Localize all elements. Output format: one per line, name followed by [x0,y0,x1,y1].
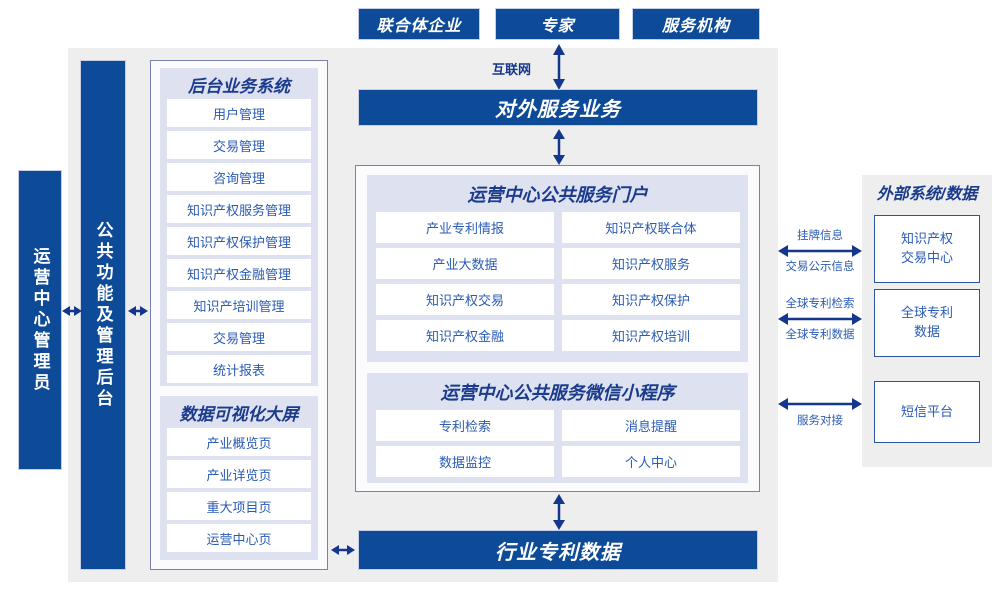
backoffice-item[interactable]: 知识产权服务管理 [167,195,311,223]
miniprogram-item[interactable]: 个人中心 [562,446,740,477]
top-actor-expert[interactable]: 专家 [495,8,620,40]
top-actor-label: 专家 [540,18,575,35]
portal-item[interactable]: 知识产权金融 [376,320,554,351]
operator-to-backend-arrow [62,303,82,319]
miniprogram-item[interactable]: 消息提醒 [562,410,740,441]
external-connector-1 [778,243,862,259]
industry-patent-data-bar[interactable]: 行业专利数据 [358,530,758,570]
portal-to-data-arrow [548,494,570,530]
portal-item[interactable]: 产业专利情报 [376,212,554,243]
top-actor-lianheti[interactable]: 联合体企业 [358,8,480,40]
external-connector-3-label-below: 服务对接 [797,415,843,427]
external-connector-2-label-below: 全球专利数据 [785,329,855,341]
backoffice-item[interactable]: 咨询管理 [167,163,311,191]
dataviz-item[interactable]: 重大项目页 [167,492,311,520]
dataviz-item[interactable]: 运营中心页 [167,524,311,552]
external-box-label: 短信平台 [900,403,953,419]
backend-to-backoffice-arrow [128,303,148,319]
miniprogram-title: 运营中心公共服务微信小程序 [440,383,675,403]
top-actor-label: 联合体企业 [376,18,462,35]
external-connector-1-label-above: 挂牌信息 [797,230,843,242]
industry-patent-data-label: 行业专利数据 [495,541,621,564]
external-service-label: 对外服务业务 [495,99,621,121]
external-systems-title: 外部系统/数据 [876,186,978,203]
portal-item[interactable]: 知识产权交易 [376,284,554,315]
left-bar-public-backend[interactable]: 公共功能及管理后台 [80,60,126,570]
external-box-ip-trading-center[interactable]: 知识产权交易中心 [874,215,980,283]
portal-item[interactable]: 知识产权联合体 [562,212,740,243]
external-connector-2-label-above: 全球专利检索 [785,298,855,310]
backoffice-title: 后台业务系统 [188,76,290,96]
top-actor-label: 服务机构 [661,18,730,35]
dataviz-to-data-arrow [331,542,355,558]
left-bar-operator[interactable]: 运营中心管理员 [18,170,62,470]
left-bar-label: 运营中心管理员 [30,246,50,394]
internet-label: 互联网 [492,62,532,77]
external-box-label: 知识产权交易中心 [900,231,953,265]
miniprogram-item[interactable]: 数据监控 [376,446,554,477]
external-connector-1-label-below: 交易公示信息 [785,261,855,273]
backoffice-item[interactable]: 知识产培训管理 [167,291,311,319]
service-to-portal-arrow [548,129,570,165]
backoffice-item[interactable]: 用户管理 [167,99,311,127]
external-connector-2 [778,311,862,327]
dataviz-title: 数据可视化大屏 [179,404,299,424]
portal-title: 运营中心公共服务门户 [467,185,648,205]
backoffice-item[interactable]: 知识产权保护管理 [167,227,311,255]
external-box-global-patent-data[interactable]: 全球专利数据 [874,289,980,357]
external-box-sms-platform[interactable]: 短信平台 [874,381,980,443]
top-actor-service-org[interactable]: 服务机构 [632,8,760,40]
dataviz-item[interactable]: 产业概览页 [167,428,311,456]
backoffice-item[interactable]: 交易管理 [167,323,311,351]
external-service-bar[interactable]: 对外服务业务 [358,89,758,126]
portal-item[interactable]: 知识产权服务 [562,248,740,279]
internet-arrow [548,44,570,90]
backoffice-item[interactable]: 统计报表 [167,355,311,383]
portal-item[interactable]: 产业大数据 [376,248,554,279]
backoffice-item[interactable]: 交易管理 [167,131,311,159]
dataviz-item[interactable]: 产业详览页 [167,460,311,488]
external-box-label: 全球专利数据 [900,305,953,339]
miniprogram-item[interactable]: 专利检索 [376,410,554,441]
portal-item[interactable]: 知识产权培训 [562,320,740,351]
left-bar-label: 公共功能及管理后台 [93,220,113,410]
portal-item[interactable]: 知识产权保护 [562,284,740,315]
backoffice-item[interactable]: 知识产权金融管理 [167,259,311,287]
external-connector-3 [778,396,862,412]
